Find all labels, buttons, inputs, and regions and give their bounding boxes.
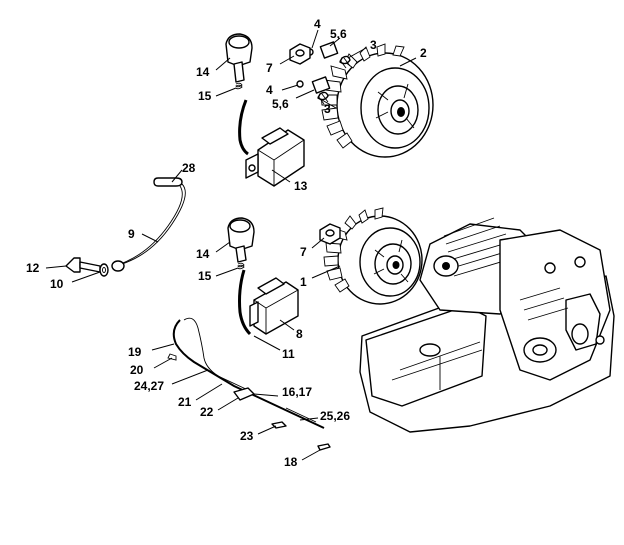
callout-15a: 15 <box>198 89 212 103</box>
leader-lines <box>45 29 417 461</box>
callout-14b: 14 <box>196 247 210 261</box>
callout-10: 10 <box>50 277 64 291</box>
callout-4b: 4 <box>266 83 273 97</box>
flywheel-lower <box>323 207 423 305</box>
spark-plug-boot-upper <box>225 33 253 83</box>
callout-12: 12 <box>26 261 40 275</box>
callout-2526: 25,26 <box>320 409 350 423</box>
nut-upper <box>289 43 311 65</box>
callout-9: 9 <box>128 227 135 241</box>
spring-upper <box>235 82 243 90</box>
callout-18: 18 <box>284 455 298 469</box>
callout-56a: 5,6 <box>330 27 347 41</box>
pawl-assembly-upper <box>306 41 351 69</box>
callout-labels: 2 3 3 4 4 5,6 5,6 7 7 1 8 9 10 11 12 13 … <box>26 17 427 469</box>
washer-10 <box>99 263 109 277</box>
callout-7a: 7 <box>266 61 273 75</box>
callout-13: 13 <box>294 179 308 193</box>
callout-21: 21 <box>178 395 192 409</box>
callout-7b: 7 <box>300 245 307 259</box>
callout-1: 1 <box>300 275 307 289</box>
callout-14a: 14 <box>196 65 210 79</box>
callout-4a: 4 <box>314 17 321 31</box>
nut-lower <box>319 223 341 245</box>
callout-28: 28 <box>182 161 196 175</box>
callout-20: 20 <box>130 363 144 377</box>
callout-3a: 3 <box>370 38 377 52</box>
screw-12 <box>65 257 101 273</box>
ground-wire <box>111 177 186 272</box>
callout-11: 11 <box>282 347 295 361</box>
callout-56b: 5,6 <box>272 97 289 111</box>
callout-15b: 15 <box>198 269 212 283</box>
spring-lower <box>237 262 245 270</box>
ignition-module-upper <box>238 99 305 187</box>
callout-23: 23 <box>240 429 254 443</box>
callout-1617: 16,17 <box>282 385 312 399</box>
callout-8: 8 <box>296 327 303 341</box>
flywheel-upper <box>320 43 434 158</box>
callout-2: 2 <box>420 46 427 60</box>
callout-22: 22 <box>200 405 214 419</box>
engine-crankcase <box>359 217 615 433</box>
spark-plug-boot-lower <box>227 217 255 263</box>
ignition-module-lower <box>238 269 299 336</box>
callout-19: 19 <box>128 345 142 359</box>
pawl-assembly-middle <box>296 76 331 105</box>
callout-2427: 24,27 <box>134 379 164 393</box>
callout-3b: 3 <box>324 102 331 116</box>
